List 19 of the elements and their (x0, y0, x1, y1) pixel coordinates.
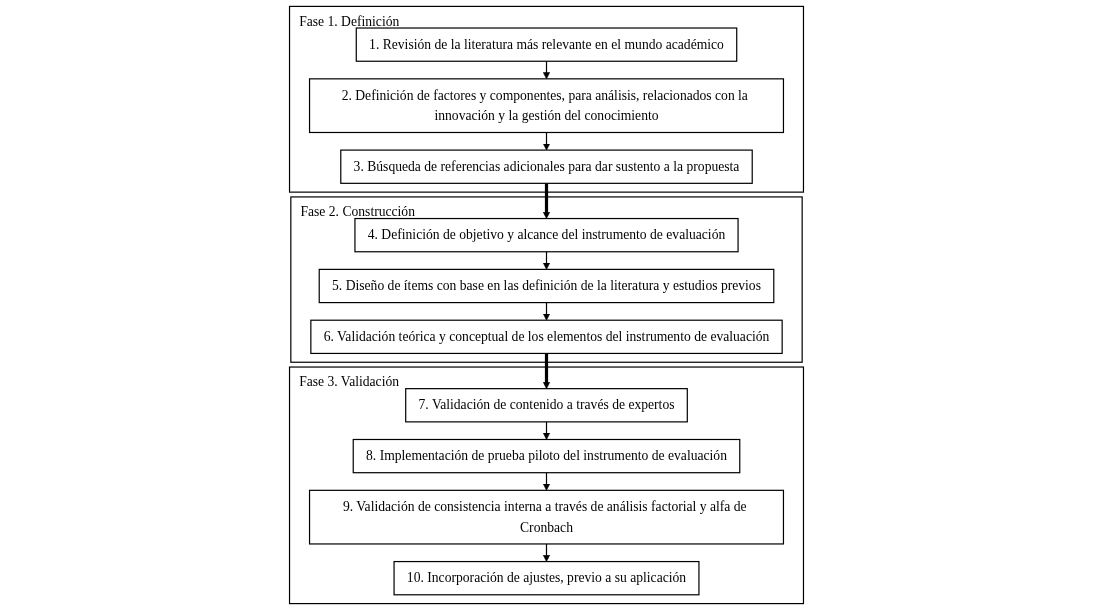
node-box: 1. Revisión de la literatura más relevante en el mundo académico (355, 27, 738, 62)
node-box: 6. Validación teórica y conceptual de los elementos del instrumento de evaluación (310, 319, 783, 355)
arrow (543, 421, 550, 440)
arrow (543, 131, 550, 151)
node-box: 5. Diseño de ítems con base en las definición de la literatura y estudios previos (318, 268, 775, 304)
node-box: 3. Búsqueda de referencias adicionales para dar sustento a la propuesta (340, 149, 753, 184)
arrow (543, 60, 550, 80)
node-box: 10. Incorporación de ajustes, previo a su aplicación (393, 560, 700, 596)
arrow (543, 302, 550, 321)
node-box: 8. Implementación de prueba piloto del instrumento de evaluación (352, 438, 741, 474)
arrow (543, 251, 550, 270)
arrow (543, 543, 550, 562)
node-box: 7. Validación de contenido a través de expertos (405, 388, 688, 423)
node-box: 4. Definición de objetivo y alcance del instrumento de evaluación (354, 217, 739, 253)
node-box: 2. Definición de factores y componentes, para análisis, relacionados con la innovación y la gestión del conocimiento (308, 78, 785, 134)
arrow (543, 472, 550, 491)
arrow (543, 183, 550, 219)
arrow (543, 353, 550, 389)
node-box: 9. Validación de consistencia interna a través de análisis factorial y alfa de Cronbach (308, 489, 785, 545)
